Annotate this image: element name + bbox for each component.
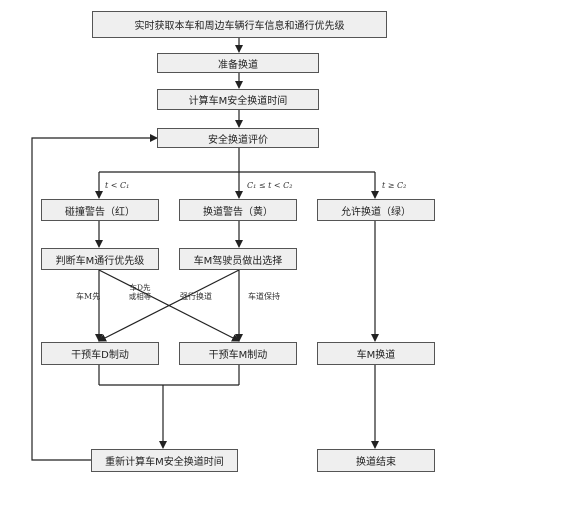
label-d-first: 车D先或相等 <box>128 283 152 301</box>
node-safety-evaluation: 安全换道评价 <box>157 128 319 148</box>
node-lane-change-warning: 换道警告（黄） <box>179 199 297 221</box>
node-collision-warning: 碰撞警告（红） <box>41 199 159 221</box>
label-cond-collision: t < C₁ <box>105 181 130 190</box>
label-cond-allow: t ≥ C₂ <box>382 181 407 190</box>
edge-n9-n10 <box>98 269 240 342</box>
node-prepare-lane-change: 准备换道 <box>157 53 319 73</box>
node-acquire-info: 实时获取本车和周边车辆行车信息和通行优先级 <box>92 11 387 38</box>
node-driver-choice: 车M驾驶员做出选择 <box>179 248 297 270</box>
node-calc-safe-time: 计算车M安全换道时间 <box>157 89 319 110</box>
node-brake-vehicle-d: 干预车D制动 <box>41 342 159 365</box>
label-force-change: 强行换道 <box>180 292 212 301</box>
node-allow-lane-change: 允许换道（绿） <box>317 199 435 221</box>
node-judge-priority: 判断车M通行优先级 <box>41 248 159 270</box>
label-keep-lane: 车道保持 <box>248 292 280 301</box>
node-lane-change-end: 换道结束 <box>317 449 435 472</box>
label-m-first: 车M先 <box>76 292 101 301</box>
edge-loop-back <box>31 134 158 461</box>
label-cond-warning: C₁ ≤ t < C₂ <box>247 181 293 190</box>
node-recalculate: 重新计算车M安全换道时间 <box>91 449 238 472</box>
node-vehicle-m-change: 车M换道 <box>317 342 435 365</box>
node-brake-vehicle-m: 干预车M制动 <box>179 342 297 365</box>
